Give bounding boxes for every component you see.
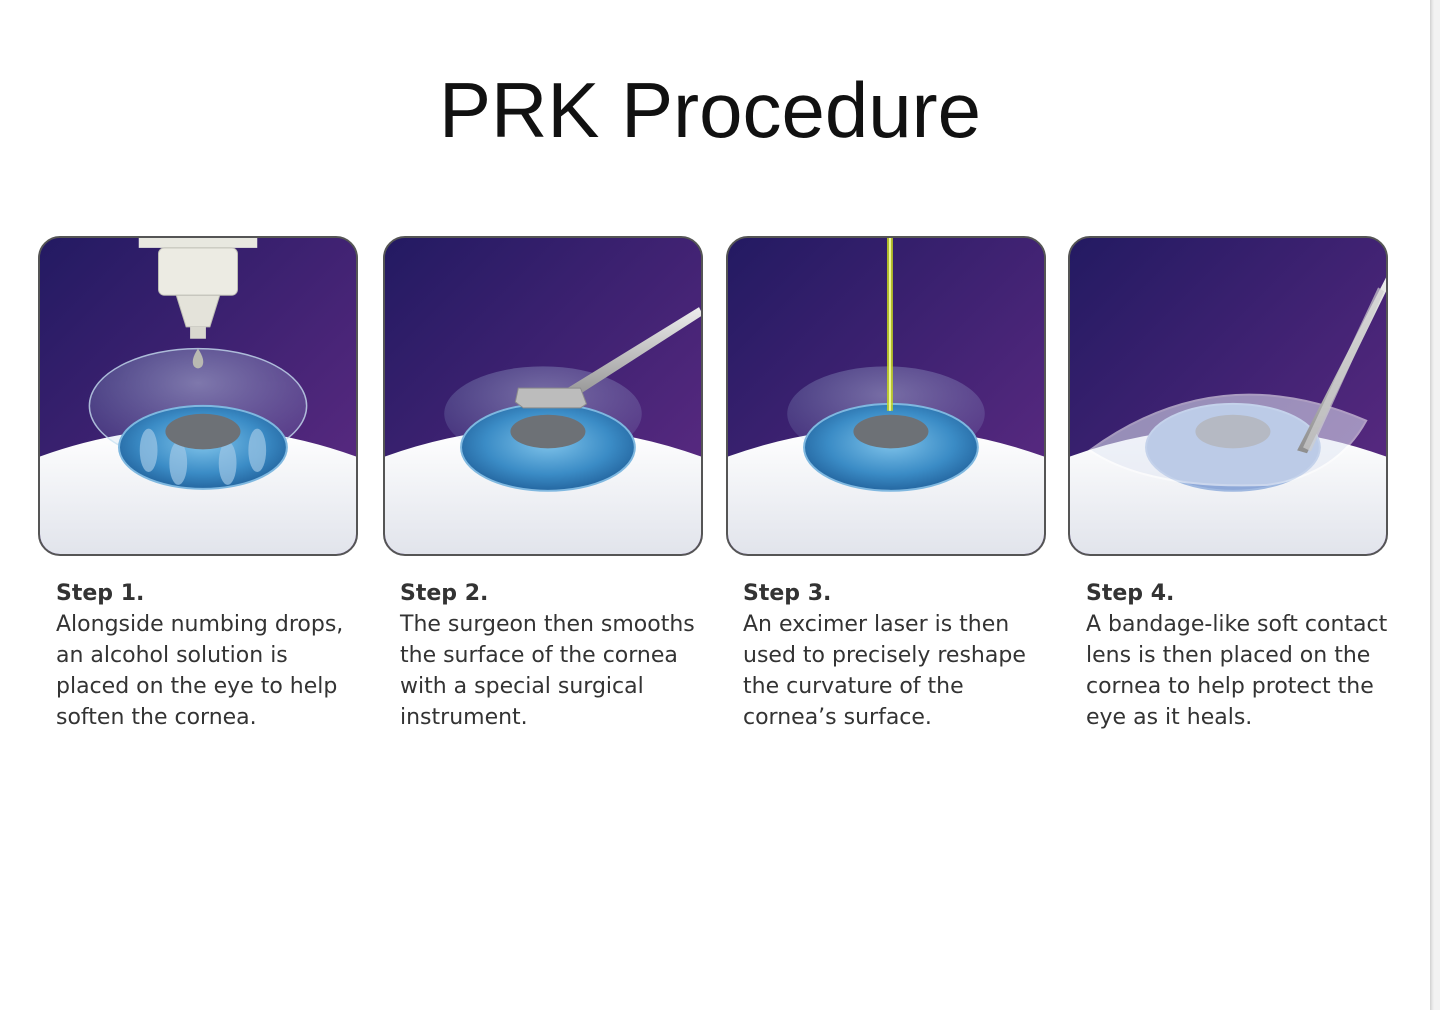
step-3-illustration — [726, 236, 1046, 556]
step-1-label: Step 1. — [56, 578, 366, 609]
contact-lens-tweezers-icon — [1070, 238, 1386, 554]
step-1-text: Alongside numbing drops, an alcohol solu… — [56, 609, 366, 733]
step-2-label: Step 2. — [400, 578, 710, 609]
excimer-laser-beam-icon — [728, 238, 1044, 554]
step-1-caption: Step 1. Alongside numbing drops, an alco… — [56, 578, 366, 733]
step-4-text: A bandage-like soft contact lens is then… — [1086, 609, 1396, 733]
step-4-caption: Step 4. A bandage-like soft contact lens… — [1086, 578, 1396, 733]
step-3-caption: Step 3. An excimer laser is then used to… — [743, 578, 1053, 733]
surgical-spatula-icon — [385, 238, 701, 554]
step-2-text: The surgeon then smooths the surface of … — [400, 609, 710, 733]
step-2-illustration — [383, 236, 703, 556]
eye-drop-dispenser-icon — [40, 238, 356, 554]
step-4-label: Step 4. — [1086, 578, 1396, 609]
step-3-label: Step 3. — [743, 578, 1053, 609]
step-1-illustration — [38, 236, 358, 556]
page-title: PRK Procedure — [0, 68, 1420, 154]
step-2-caption: Step 2. The surgeon then smooths the sur… — [400, 578, 710, 733]
step-3-text: An excimer laser is then used to precise… — [743, 609, 1053, 733]
page-edge — [1430, 0, 1440, 1010]
step-4-illustration — [1068, 236, 1388, 556]
